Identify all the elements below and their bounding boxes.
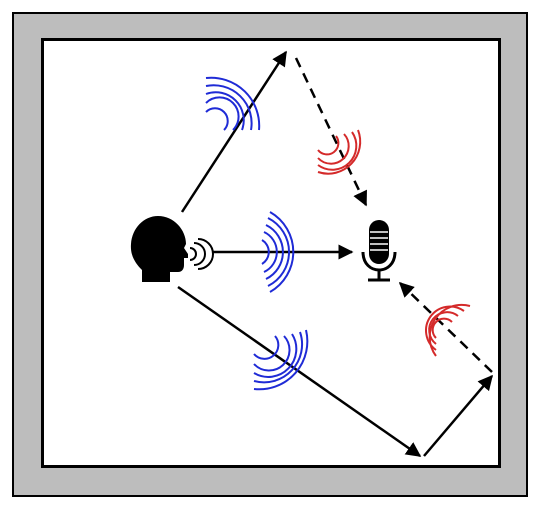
direct-wave-upper <box>205 76 261 131</box>
direct-wave-middle <box>261 211 295 293</box>
upper-reflection-incident-arrow <box>180 50 288 213</box>
lower-reflection-reflected-arrow <box>398 281 493 373</box>
upper-reflection-reflected-arrow <box>294 57 368 207</box>
lower-reflection-incident-arrow <box>177 285 422 458</box>
direct-wave-lower <box>253 329 309 391</box>
speaking-head-icon <box>130 216 214 282</box>
lower-reflection-bounce-arrow <box>423 374 493 457</box>
microphone-icon <box>361 220 397 282</box>
reflected-wave-upper <box>317 129 362 175</box>
reflected-wave-lower <box>425 303 471 357</box>
